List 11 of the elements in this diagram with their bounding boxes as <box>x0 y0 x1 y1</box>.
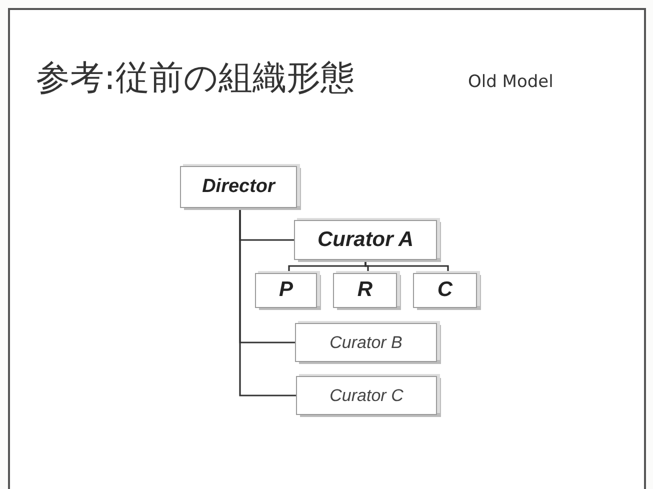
connector-line <box>239 208 296 396</box>
subtitle: Old Model <box>468 71 554 94</box>
role-name: R <box>357 277 373 304</box>
connector-line <box>364 260 449 273</box>
role-name: C <box>437 277 453 304</box>
role-name: Curator A <box>317 226 414 253</box>
role-name: P <box>278 277 293 304</box>
role-name: Curator B <box>330 332 402 354</box>
slide-title: 参考:従前の組織形態 <box>36 58 354 98</box>
role-name: Curator C <box>330 384 404 406</box>
role-name: Director <box>202 175 275 199</box>
